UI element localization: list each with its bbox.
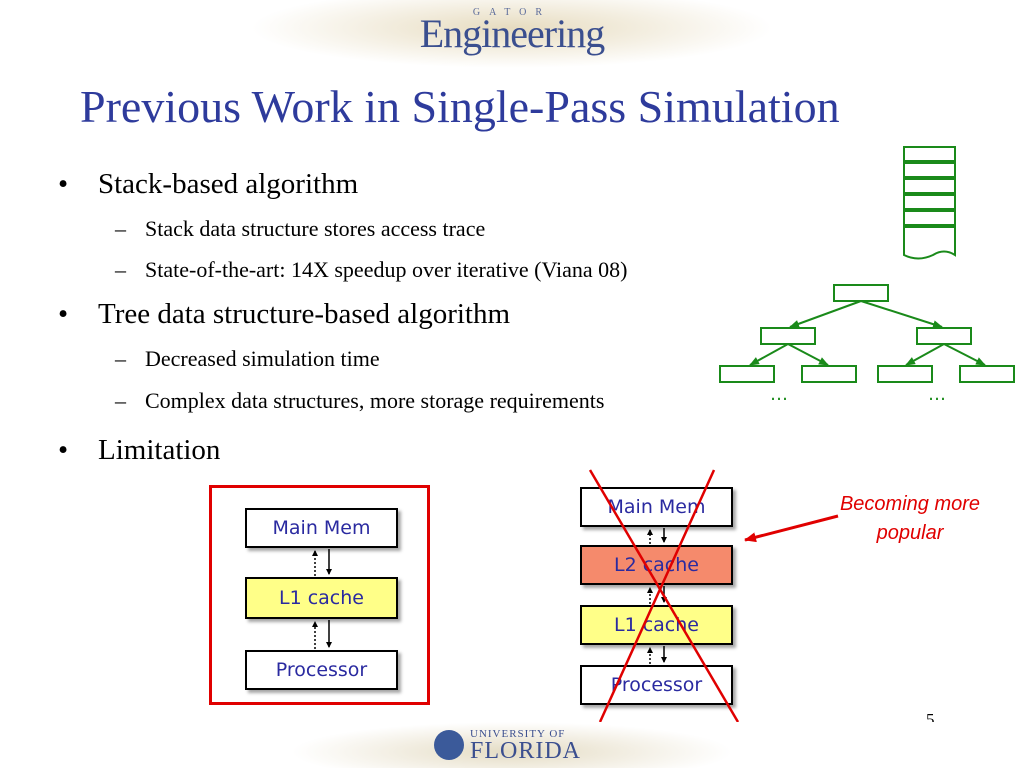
tree-icon (719, 284, 1015, 383)
slide-title: Previous Work in Single-Pass Simulation (80, 81, 840, 132)
tree-ellipsis-left: … (770, 384, 788, 405)
logo-engineering-text: Engineering (419, 11, 606, 56)
footer-banner (0, 722, 1024, 768)
callout-arrow-icon (744, 514, 839, 543)
right-main-mem-box: Main Mem (580, 487, 733, 527)
left-main-mem-box: Main Mem (245, 508, 398, 548)
dash-icon: – (115, 216, 126, 241)
highlight-frame (209, 485, 430, 705)
cross-out-icon (588, 469, 740, 723)
uf-seal-icon (434, 730, 464, 760)
footer-florida: FLORIDA (470, 738, 582, 764)
right-l1-cache-box: L1 cache (580, 605, 733, 645)
header-banner: GATOR Engineering (0, 0, 1024, 70)
tree-ellipsis-right: … (928, 384, 946, 405)
sub-bullet-text: Complex data structures, more storage re… (145, 388, 605, 413)
bullet-text: Stack-based algorithm (98, 168, 359, 200)
bullet-stack-based: • Stack-based algorithm (58, 168, 359, 201)
bullet-dot-icon: • (58, 434, 69, 466)
dash-icon: – (115, 388, 126, 413)
dash-icon: – (115, 346, 126, 371)
sub-bullet: – Complex data structures, more storage … (115, 388, 605, 414)
bullet-text: Limitation (98, 434, 221, 466)
logo-gator-text: GATOR (472, 7, 552, 18)
page-number: 5 (926, 710, 935, 729)
sub-bullet-text: Decreased simulation time (145, 346, 380, 371)
right-l2-cache-box: L2 cache (580, 545, 733, 585)
bullet-dot-icon: • (58, 168, 69, 200)
sub-bullet-text: Stack data structure stores access trace (145, 216, 486, 241)
bullet-text: Tree data structure-based algorithm (98, 298, 511, 330)
sub-bullet-text: State-of-the-art: 14X speedup over itera… (145, 257, 628, 282)
left-processor-box: Processor (245, 650, 398, 690)
sub-bullet: – Stack data structure stores access tra… (115, 216, 486, 242)
left-connectors (312, 549, 332, 649)
dash-icon: – (115, 257, 126, 282)
right-connectors (647, 528, 667, 664)
footer-university-of: UNIVERSITY OF (470, 728, 566, 740)
sub-bullet: – Decreased simulation time (115, 346, 380, 372)
bullet-tree-based: • Tree data structure-based algorithm (58, 298, 511, 331)
bullet-dot-icon: • (58, 298, 69, 330)
left-l1-cache-box: L1 cache (245, 577, 398, 619)
bullet-limitation: • Limitation (58, 434, 221, 467)
sub-bullet: – State-of-the-art: 14X speedup over ite… (115, 257, 628, 283)
becoming-popular-callout: Becoming more popular (839, 493, 981, 544)
stack-icon (903, 146, 956, 260)
